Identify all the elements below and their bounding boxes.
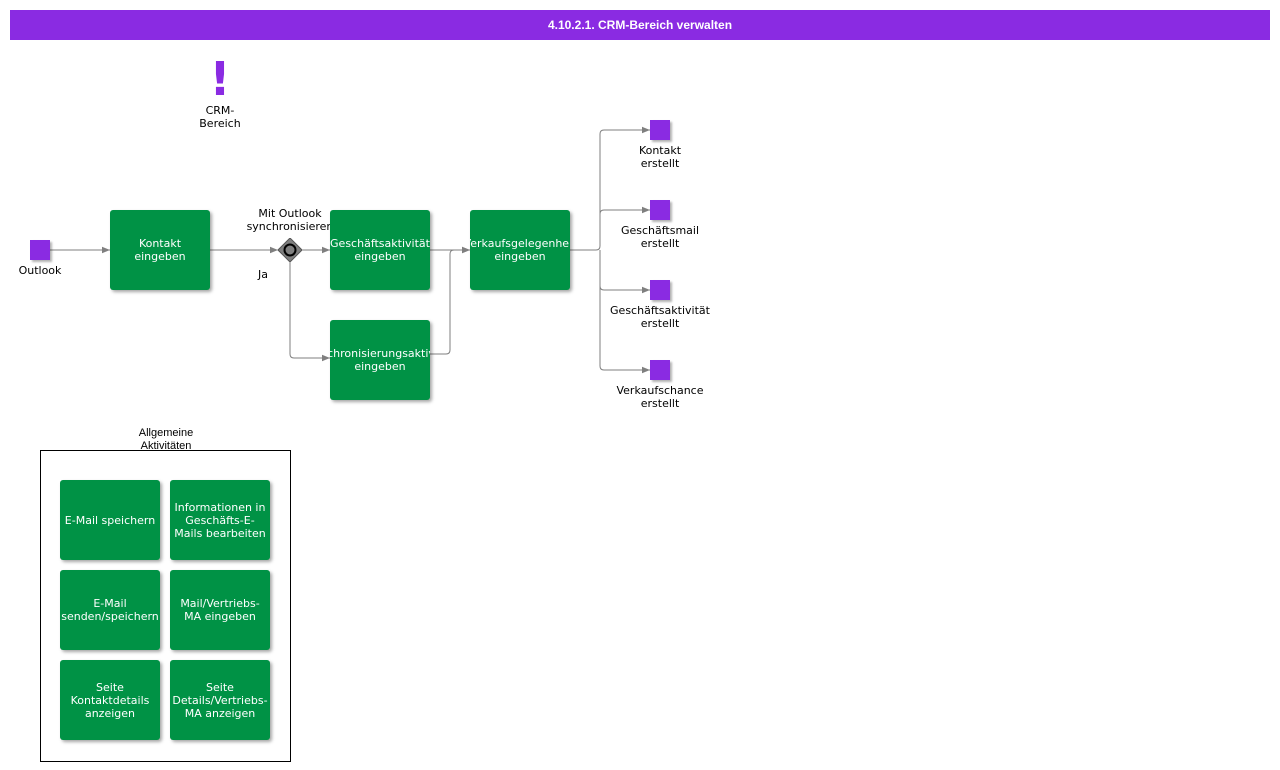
end-event-kontakt[interactable] [650,120,670,140]
edge-verkauf-to-end-3 [599,250,650,294]
task-kontakt-eingeben[interactable]: Kontakt eingeben [110,210,210,290]
task-seite-kontaktdetails-anzeigen[interactable]: Seite Kontaktdetails anzeigen [60,660,160,740]
task-mail-vertriebs-ma-eingeben[interactable]: Mail/Vertriebs- MA eingeben [170,570,270,650]
end-event-verkaufschance-label: Verkaufschance erstellt [616,384,704,410]
task-email-speichern[interactable]: E-Mail speichern [60,480,160,560]
edge-verkauf-to-end-4 [599,286,650,374]
gateway-branch-label: Ja [258,268,268,281]
task-synchronisierungsaktivitaet-eingeben[interactable]: Synchronisierungsaktivität eingeben [330,320,430,400]
end-event-kontakt-label: Kontakt erstellt [638,144,682,170]
exclamation-icon: ! [209,52,231,106]
start-event-label: Outlook [18,264,62,277]
edge-synchronisierung-to-verkauf [430,246,470,355]
end-event-geschaeftsaktivitaet[interactable] [650,280,670,300]
info-label: CRM- Bereich [199,104,241,130]
gateway-diamond-icon[interactable] [278,238,302,262]
diagram-title: 4.10.2.1. CRM-Bereich verwalten [10,10,1270,40]
task-email-senden-speichern[interactable]: E-Mail senden/speichern [60,570,160,650]
task-geschaeftsaktivitaet-eingeben[interactable]: Geschäftsaktivität eingeben [330,210,430,290]
end-event-geschaeftsmail[interactable] [650,200,670,220]
task-verkaufsgelegenheit-eingeben[interactable]: Verkaufsgelegenheit eingeben [470,210,570,290]
edge-gateway-to-synchronisierung [289,262,330,362]
edge-verkauf-to-end-1 [570,126,650,251]
start-event[interactable] [30,240,50,260]
group-label: Allgemeine Aktivitäten [138,427,194,449]
task-seite-details-vertriebs-ma-anzeigen[interactable]: Seite Details/Vertriebs- MA anzeigen [170,660,270,740]
gateway-question-label: Mit Outlook synchronisieren [246,207,334,233]
end-event-verkaufschance[interactable] [650,360,670,380]
edge-verkauf-to-end-2 [599,206,650,215]
end-event-geschaeftsmail-label: Geschäftsmail erstellt [620,224,700,250]
task-informationen-bearbeiten[interactable]: Informationen in Geschäfts-E- Mails bear… [170,480,270,560]
end-event-geschaeftsaktivitaet-label: Geschäftsaktivität erstellt [610,304,710,330]
